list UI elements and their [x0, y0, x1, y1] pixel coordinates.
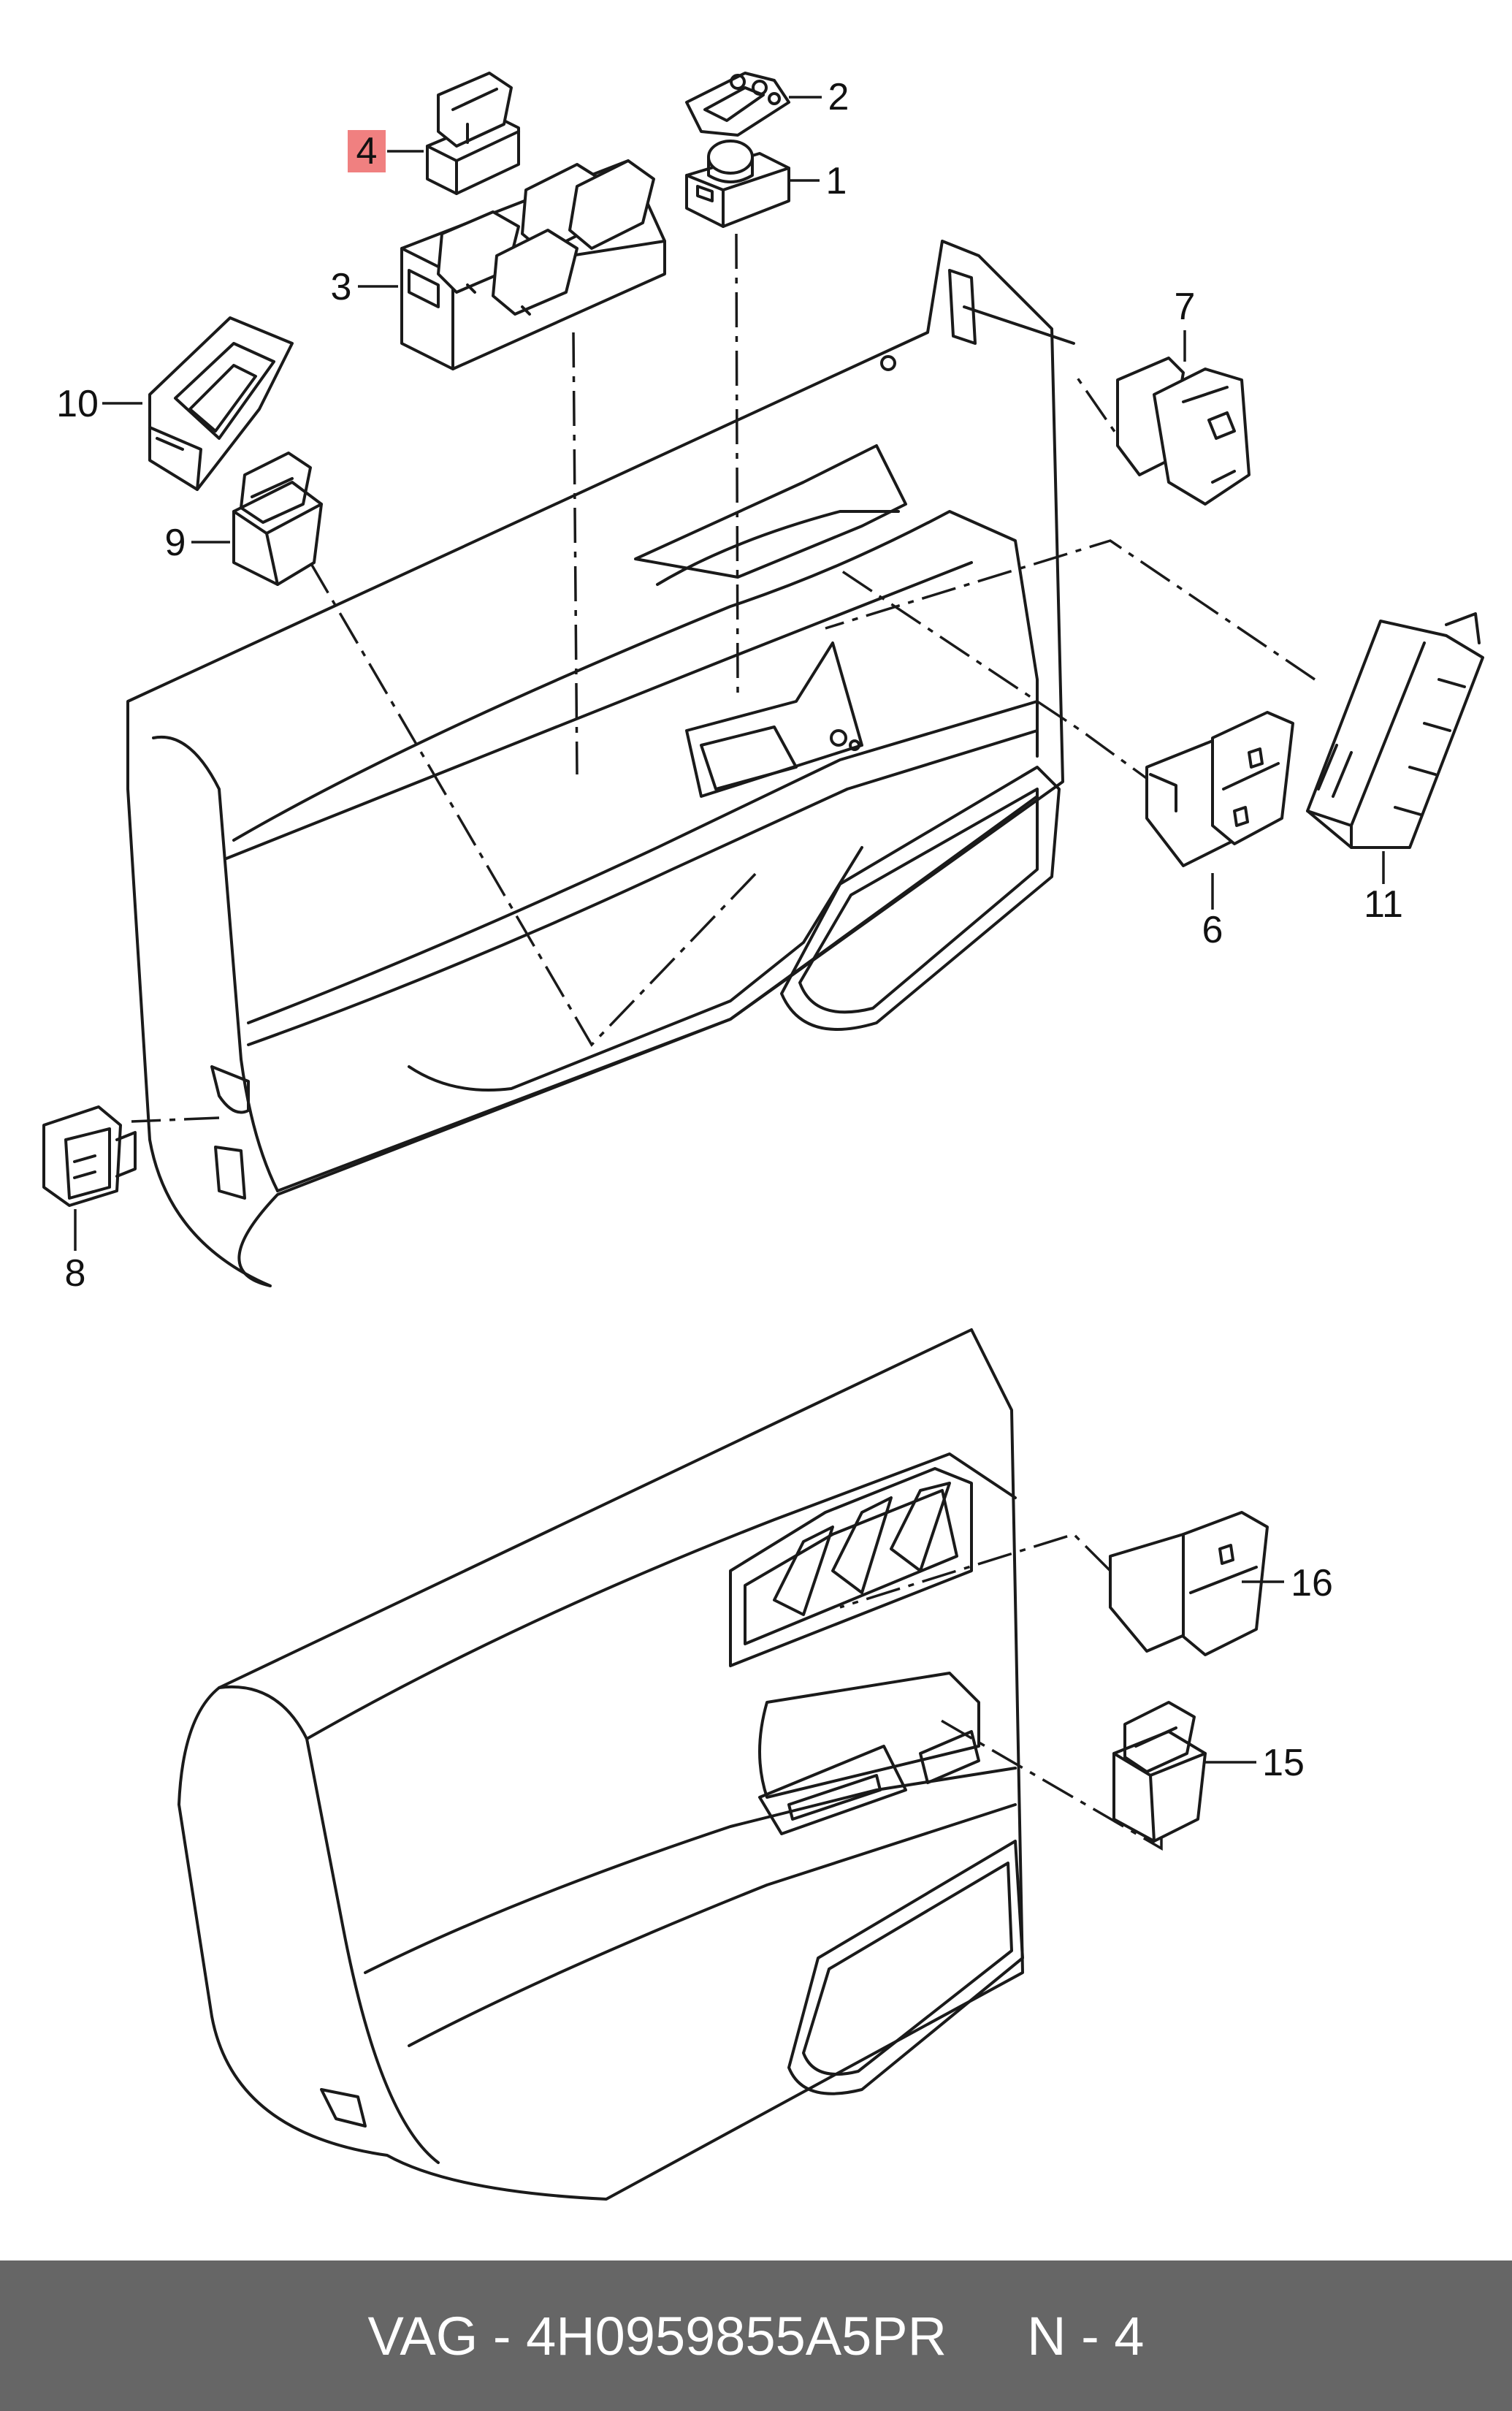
part-1-mirror-switch [685, 140, 790, 228]
callout-1: 1 [826, 160, 847, 202]
part-16-rear-lock-switch [1109, 1511, 1269, 1656]
callout-8: 8 [65, 1252, 86, 1295]
footer-part-number: VAG - 4H0959855A5PR [367, 2305, 947, 2366]
callout-7: 7 [1175, 286, 1196, 328]
part-2-bezel [685, 72, 790, 137]
callout-9: 9 [165, 522, 186, 564]
callout-3: 3 [331, 266, 352, 308]
callout-11: 11 [1364, 883, 1403, 926]
callout-6: 6 [1202, 909, 1223, 951]
parts-diagram: 4 2 1 3 7 10 9 11 6 8 16 15 [42, 72, 1484, 2201]
part-6-lock-switch [1145, 711, 1294, 867]
part-3-master-switch [400, 159, 666, 370]
callout-15: 15 [1262, 1742, 1305, 1784]
part-7-switch [1116, 357, 1251, 506]
front-door-panel [126, 240, 1075, 1287]
leader-lines [131, 233, 1316, 1851]
callout-4: 4 [356, 130, 378, 172]
part-15-rear-window-switch [1112, 1701, 1207, 1843]
callout-10: 10 [56, 383, 99, 425]
callouts: 4 2 1 3 7 10 9 11 6 8 16 15 [56, 76, 1403, 1784]
part-4-window-switch [426, 72, 520, 195]
footer-bar: VAG - 4H0959855A5PR N - 4 [0, 2260, 1512, 2411]
part-8-switch [42, 1105, 137, 1207]
callout-4-highlight [348, 130, 386, 172]
part-9-switch [232, 452, 323, 586]
part-10-switch-frame [148, 316, 294, 491]
part-11-memory-switch [1306, 612, 1484, 849]
rear-door-panel [177, 1328, 1024, 2201]
footer-position: N - 4 [1027, 2305, 1145, 2366]
callout-16: 16 [1291, 1562, 1333, 1604]
callout-2: 2 [828, 76, 849, 118]
